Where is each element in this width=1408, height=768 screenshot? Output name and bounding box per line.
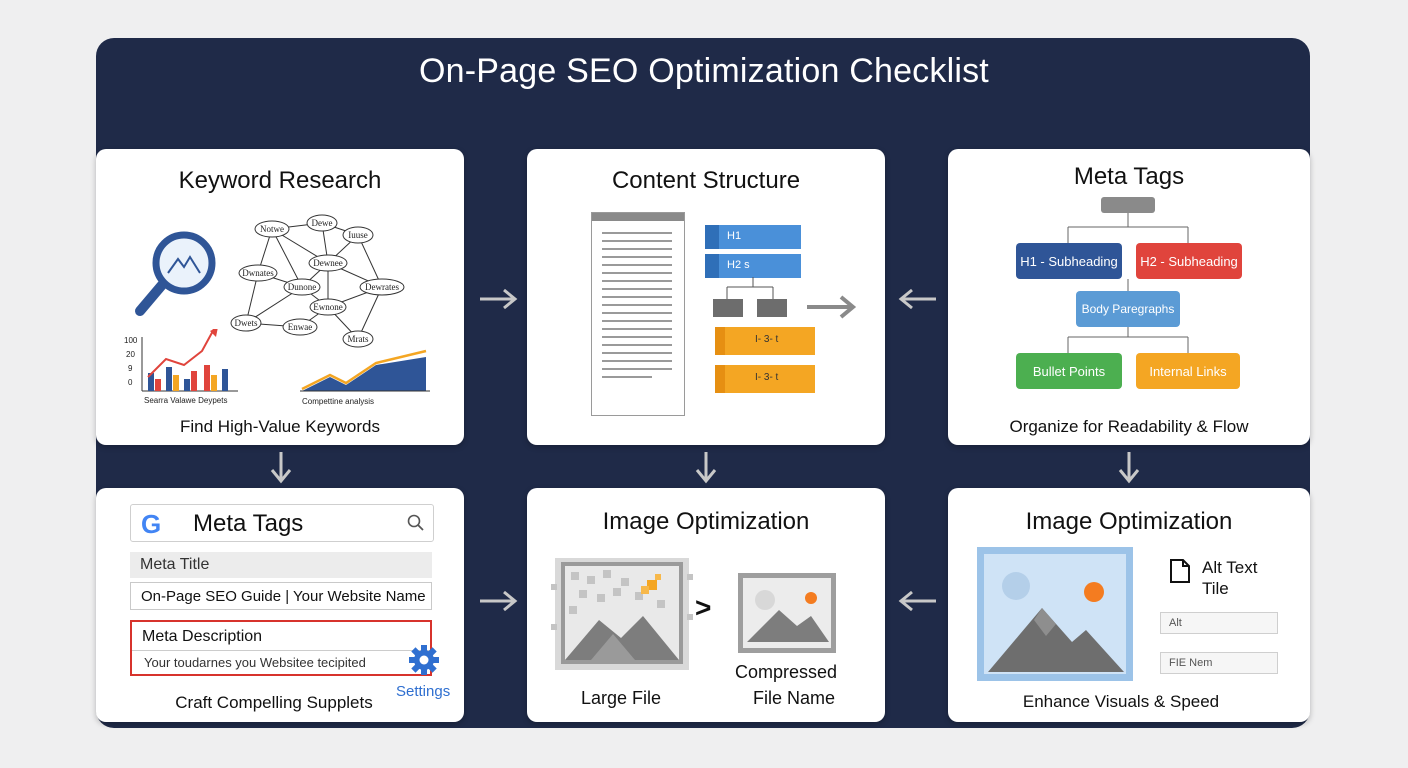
node-label: Notwe xyxy=(260,224,284,234)
compressed-image xyxy=(738,573,836,653)
arrow-down-icon xyxy=(1118,452,1140,484)
sub-block-2-label: I- 3- t xyxy=(755,372,779,383)
tick-label: 9 xyxy=(128,364,133,373)
image-optimization-alt-title: Image Optimization xyxy=(1025,508,1233,535)
search-bar: G Meta Tags xyxy=(130,504,434,542)
magnifier-mountain-icon xyxy=(135,231,216,316)
keyword-research-title: Keyword Research xyxy=(178,167,382,194)
search-volume-chart-label: Searra Valawe Deypets xyxy=(144,396,227,405)
h1-block: H1 xyxy=(705,225,801,249)
alt-text-label: Alt Text xyxy=(1202,558,1258,577)
card-image-optimization-alt: Image Optimization Alt Text Tile Alt FIE… xyxy=(948,488,1310,722)
image-optimization-compression-title: Image Optimization xyxy=(602,508,810,535)
image-optimization-alt-caption: Enhance Visuals & Speed xyxy=(1022,692,1220,711)
competitive-analysis-chart: Compettine analysis xyxy=(300,349,430,406)
node-label: Iuuse xyxy=(348,230,368,240)
meta-description-field[interactable]: Your toudarnes you Websiteе tecipited xyxy=(132,650,430,675)
large-file-label: Large File xyxy=(581,688,662,708)
body-paragraphs-label: Body Paregraphs xyxy=(1081,302,1175,316)
meta-tags-snippet-caption: Craft Compelling Supplets xyxy=(175,693,373,712)
compression-arrow: > xyxy=(695,592,712,623)
h1-subheading-box: H1 - Subheading xyxy=(1016,243,1122,279)
google-icon: G xyxy=(141,509,162,539)
h2-subheading-label: H2 - Subheading xyxy=(1140,253,1238,269)
arrow-down-icon xyxy=(270,452,292,484)
large-file-image xyxy=(551,558,693,670)
file-name-field[interactable]: FIE Nem xyxy=(1160,652,1278,674)
settings-link[interactable]: Settings xyxy=(396,683,451,700)
node-label: Dewrates xyxy=(365,282,399,292)
content-structure-title: Content Structure xyxy=(611,167,801,194)
keyword-network: Notwe Dewe Iuuse Dwnates Dewnee Dunone D… xyxy=(230,214,405,348)
node-label: Enwae xyxy=(288,322,313,332)
node-label: Dewnee xyxy=(313,258,342,268)
arrow-left-icon xyxy=(898,590,936,612)
meta-title-field[interactable]: On-Page SEO Guide | Your Website Name xyxy=(130,582,432,610)
arrow-right-icon xyxy=(480,590,518,612)
arrow-down-icon xyxy=(695,452,717,484)
meta-title-label: Meta Title xyxy=(130,552,432,578)
sub-block-1: I- 3- t xyxy=(715,327,815,355)
card-image-optimization-compression: Image Optimization > Large File Compress… xyxy=(527,488,885,722)
h1-subheading-label: H1 - Subheading xyxy=(1020,253,1118,269)
search-icon xyxy=(407,514,424,531)
structure-connectors xyxy=(713,277,787,317)
sub-block-1-label: I- 3- t xyxy=(755,334,779,345)
gear-icon[interactable] xyxy=(408,644,440,676)
bullet-points-label: Bullet Points xyxy=(1032,363,1106,379)
h2-block: H2 s xyxy=(705,254,801,278)
document-titlebar xyxy=(592,213,684,221)
node-label: Dewe xyxy=(312,218,333,228)
hierarchy-connectors xyxy=(1067,213,1189,353)
content-flow-arrow xyxy=(807,295,857,319)
h2-label: H2 s xyxy=(727,259,750,271)
sample-image xyxy=(977,547,1133,681)
root-node xyxy=(1101,197,1155,213)
diagram-title: On-Page SEO Optimization Checklist xyxy=(419,52,989,90)
h2-subheading-box: H2 - Subheading xyxy=(1136,243,1242,279)
tick-label: 100 xyxy=(124,336,138,345)
alt-tile-label: Tile xyxy=(1202,579,1229,598)
node-label: Ewnone xyxy=(313,302,343,312)
arrow-right-icon xyxy=(480,288,518,310)
keyword-research-caption: Find High-Value Keywords xyxy=(180,417,380,436)
card-content-structure: Content Structure H1 H2 s xyxy=(527,149,885,445)
meta-tags-hierarchy-caption: Organize for Readability & Flow xyxy=(1009,417,1249,436)
sub-block-2: I- 3- t xyxy=(715,365,815,393)
node-label: Dunone xyxy=(288,282,317,292)
card-meta-tags-hierarchy: Meta Tags H1 - Subheading H2 - Subheadin… xyxy=(948,149,1310,445)
meta-tags-hierarchy-title: Meta Tags xyxy=(1073,163,1185,190)
bullet-points-box: Bullet Points xyxy=(1016,353,1122,389)
meta-description-label: Meta Description xyxy=(142,628,263,645)
competitive-analysis-label: Compettine analysis xyxy=(302,397,374,406)
arrow-left-icon xyxy=(898,288,936,310)
meta-description-box: Meta Description Your toudarnes you Webs… xyxy=(130,620,432,676)
h1-label: H1 xyxy=(727,230,742,242)
meta-tags-snippet-title: Meta Tags xyxy=(193,510,304,537)
node-label: Dwets xyxy=(235,318,258,328)
compressed-label: Compressed xyxy=(735,662,838,682)
node-label: Mrats xyxy=(348,334,369,344)
node-label: Dwnates xyxy=(242,268,274,278)
internal-links-label: Internal Links xyxy=(1149,363,1227,379)
card-keyword-research: Keyword Research Notwe xyxy=(96,149,464,445)
internal-links-box: Internal Links xyxy=(1136,353,1240,389)
search-volume-chart: 100 20 9 0 Searra Valawe Deypets xyxy=(124,329,238,405)
document-icon xyxy=(1170,559,1190,583)
document-text-lines xyxy=(602,232,672,378)
document-preview xyxy=(591,212,685,416)
tick-label: 20 xyxy=(126,350,135,359)
card-meta-tags-snippet: G Meta Tags Meta Title On-Page SEO Guide… xyxy=(96,488,464,722)
tick-label: 0 xyxy=(128,378,133,387)
alt-text-field[interactable]: Alt xyxy=(1160,612,1278,634)
file-name-label: File Name xyxy=(753,688,836,708)
body-paragraphs-box: Body Paregraphs xyxy=(1076,291,1180,327)
